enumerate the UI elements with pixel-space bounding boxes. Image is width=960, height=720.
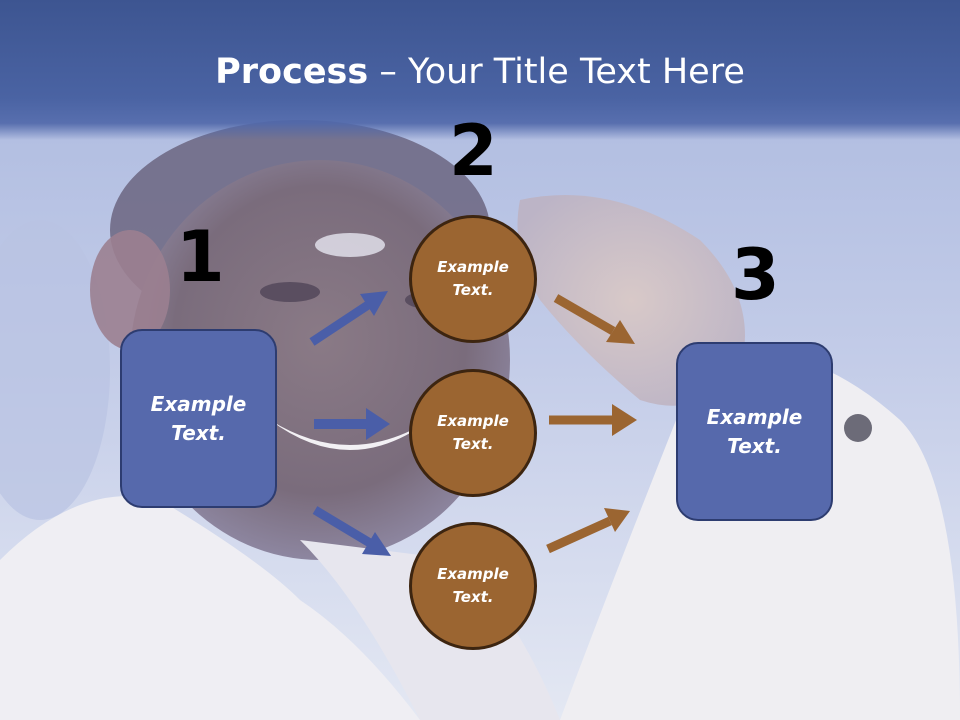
step-2-item-3-label: Example Text. <box>437 565 509 606</box>
step-1-label: Example Text. <box>150 391 247 445</box>
step-2-circle-top: Example Text. <box>409 215 537 343</box>
step-2-item-1-label: Example Text. <box>437 258 509 299</box>
arrow-brown-up <box>546 508 630 554</box>
arrow-blue-up <box>309 291 388 346</box>
slide-title: Process – Your Title Text Here <box>0 52 960 92</box>
arrow-blue-down <box>312 506 391 556</box>
arrow-brown-down <box>553 294 635 344</box>
title-band <box>0 0 960 140</box>
arrow-blue-right <box>314 408 390 440</box>
step-1-box: Example Text. <box>120 329 277 508</box>
step-2-circle-bottom: Example Text. <box>409 522 537 650</box>
step-3-box: Example Text. <box>676 342 833 521</box>
title-bold: Process <box>215 52 369 92</box>
title-rest: – Your Title Text Here <box>368 52 745 92</box>
step-2-circle-middle: Example Text. <box>409 369 537 497</box>
step-number-2: 2 <box>449 110 498 192</box>
step-2-item-2-label: Example Text. <box>437 412 509 453</box>
step-number-1: 1 <box>176 216 225 298</box>
arrow-brown-right <box>549 404 637 436</box>
step-number-3: 3 <box>731 234 780 316</box>
step-3-label: Example Text. <box>706 404 803 458</box>
